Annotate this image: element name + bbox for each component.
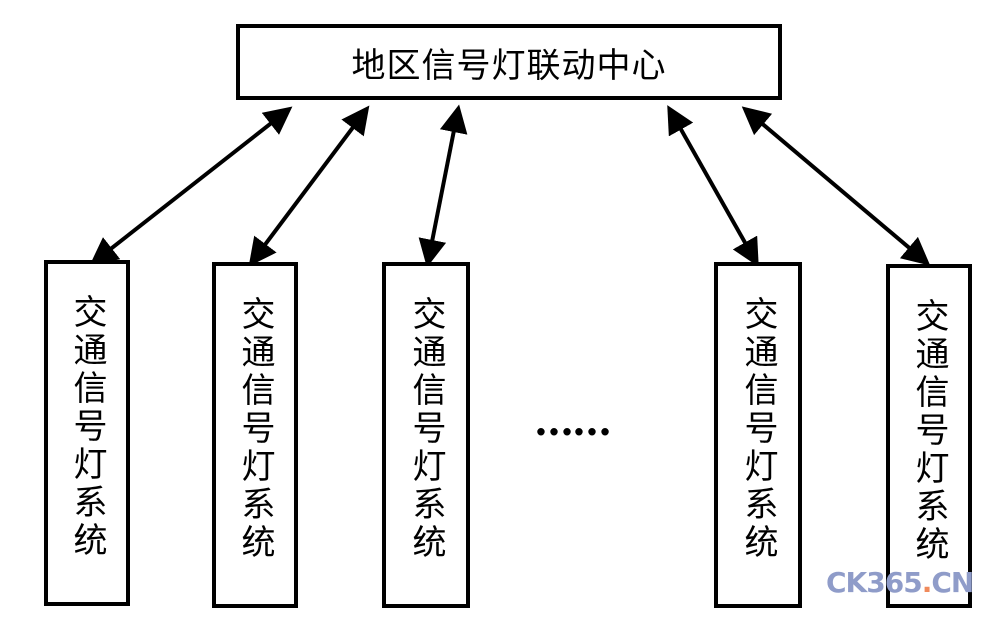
site-watermark: CK365.CN: [826, 566, 974, 599]
signal-system-node-1: 交通信号灯系统: [44, 260, 130, 606]
ellipsis-more-nodes: ……: [534, 398, 612, 445]
regional-center-box: 地区信号灯联动中心: [236, 24, 782, 100]
signal-system-node-2: 交通信号灯系统: [212, 262, 298, 608]
signal-system-label-4: 交通信号灯系统: [738, 296, 778, 562]
signal-system-label-3: 交通信号灯系统: [406, 296, 446, 562]
signal-system-node-5: 交通信号灯系统: [886, 264, 972, 608]
connector-1: [89, 106, 293, 266]
signal-system-node-4: 交通信号灯系统: [714, 262, 802, 608]
signal-system-label-5: 交通信号灯系统: [909, 298, 949, 564]
signal-system-label-2: 交通信号灯系统: [235, 296, 275, 562]
regional-center-title: 地区信号灯联动中心: [351, 45, 667, 86]
watermark-part-1: CK365: [826, 566, 923, 599]
connector-2: [248, 105, 370, 267]
signal-system-label-1: 交通信号灯系统: [67, 294, 107, 560]
watermark-part-2: CN: [931, 566, 974, 599]
connector-5: [741, 106, 931, 266]
connector-3: [418, 104, 468, 268]
connector-4: [667, 105, 759, 267]
watermark-dot: .: [921, 566, 933, 599]
signal-system-node-3: 交通信号灯系统: [382, 262, 470, 608]
